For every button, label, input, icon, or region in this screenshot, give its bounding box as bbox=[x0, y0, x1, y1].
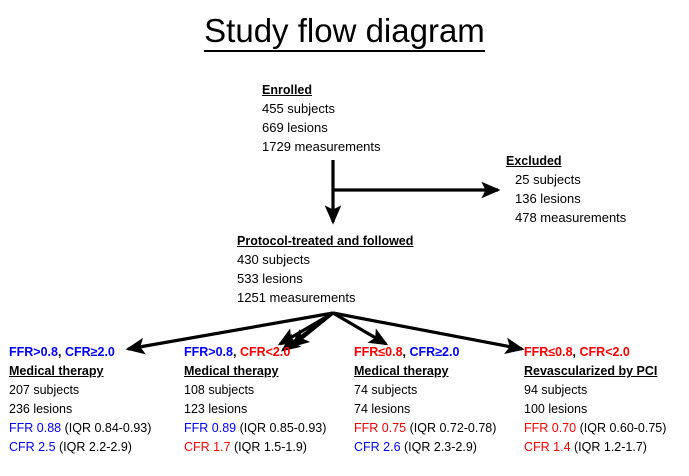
page-title-text: Study flow diagram bbox=[204, 12, 485, 52]
group-4-criteria-cfr: CFR<2.0 bbox=[579, 345, 630, 359]
group-2-lesions: 123 lesions bbox=[184, 402, 248, 416]
group-2-treatment: Medical therapy bbox=[184, 364, 279, 378]
group-3-ffr-iqr: (IQR 0.72-0.78) bbox=[406, 421, 497, 435]
group-4-ffr-row: FFR 0.70 (IQR 0.60-0.75) bbox=[524, 419, 666, 438]
node-excluded-subjects: 25 subjects bbox=[515, 172, 581, 187]
node-excluded-measurements: 478 measurements bbox=[515, 210, 627, 225]
arrow-protocol-to-group-1 bbox=[290, 311, 335, 348]
group-2-cfr-row: CFR 1.7 (IQR 1.5-1.9) bbox=[184, 438, 326, 457]
group-4-ffr-value: FFR 0.70 bbox=[524, 421, 577, 435]
group-3-cfr-row: CFR 2.6 (IQR 2.3-2.9) bbox=[354, 438, 496, 457]
group-1-cfr-iqr: (IQR 2.2-2.9) bbox=[55, 440, 132, 454]
group-3-criteria-ffr: FFR≤0.8 bbox=[354, 345, 403, 359]
group-1-ffr-value: FFR 0.88 bbox=[9, 421, 62, 435]
node-enrolled-heading: Enrolled bbox=[262, 83, 313, 97]
group-2-criteria-separator: , bbox=[232, 345, 240, 359]
arrow-branch-group-3 bbox=[332, 311, 389, 346]
group-column-3: FFR≤0.8, CFR≥2.0 Medical therapy 74 subj… bbox=[354, 344, 496, 457]
group-1-ffr-iqr: (IQR 0.84-0.93) bbox=[61, 421, 152, 435]
group-3-lesions: 74 lesions bbox=[354, 402, 411, 416]
node-protocol-heading: Protocol-treated and followed bbox=[237, 234, 414, 248]
group-2-criteria-ffr: FFR>0.8 bbox=[184, 345, 233, 359]
node-enrolled: Enrolled 455 subjects 669 lesions 1729 m… bbox=[262, 82, 381, 156]
group-2-cfr-iqr: (IQR 1.5-1.9) bbox=[230, 440, 307, 454]
group-1-criteria-separator: , bbox=[57, 345, 65, 359]
group-3-criteria: FFR≤0.8, CFR≥2.0 bbox=[354, 344, 496, 361]
arrow-branch-group-2 bbox=[277, 311, 334, 346]
group-4-criteria-ffr: FFR≤0.8 bbox=[524, 345, 573, 359]
group-1-criteria: FFR>0.8, CFR≥2.0 bbox=[9, 344, 151, 361]
group-3-criteria-separator: , bbox=[402, 345, 410, 359]
group-3-ffr-value: FFR 0.75 bbox=[354, 421, 407, 435]
group-2-criteria-cfr: CFR<2.0 bbox=[239, 345, 291, 359]
group-1-treatment: Medical therapy bbox=[9, 364, 104, 378]
node-protocol-treated: Protocol-treated and followed 430 subjec… bbox=[237, 233, 413, 307]
group-1-criteria-cfr: CFR≥2.0 bbox=[64, 345, 115, 359]
group-1-ffr-row: FFR 0.88 (IQR 0.84-0.93) bbox=[9, 419, 151, 438]
group-1-subjects: 207 subjects bbox=[9, 383, 80, 397]
group-2-ffr-iqr: (IQR 0.85-0.93) bbox=[236, 421, 327, 435]
group-column-4: FFR≤0.8, CFR<2.0 Revascularized by PCI 9… bbox=[524, 344, 666, 457]
node-enrolled-lesions: 669 lesions bbox=[262, 120, 328, 135]
group-4-cfr-value: CFR 1.4 bbox=[524, 440, 571, 454]
group-column-2: FFR>0.8, CFR<2.0 Medical therapy 108 sub… bbox=[184, 344, 326, 457]
group-2-subjects: 108 subjects bbox=[184, 383, 255, 397]
group-1-cfr-row: CFR 2.5 (IQR 2.2-2.9) bbox=[9, 438, 151, 457]
group-4-ffr-iqr: (IQR 0.60-0.75) bbox=[576, 421, 667, 435]
group-4-lesions: 100 lesions bbox=[524, 402, 588, 416]
group-3-treatment: Medical therapy bbox=[354, 364, 449, 378]
node-enrolled-subjects: 455 subjects bbox=[262, 101, 335, 116]
node-excluded-heading: Excluded bbox=[506, 154, 562, 168]
group-4-subjects: 94 subjects bbox=[524, 383, 588, 397]
group-4-cfr-row: CFR 1.4 (IQR 1.2-1.7) bbox=[524, 438, 666, 457]
group-3-cfr-value: CFR 2.6 bbox=[354, 440, 401, 454]
group-2-cfr-value: CFR 1.7 bbox=[184, 440, 231, 454]
group-column-1: FFR>0.8, CFR≥2.0 Medical therapy 207 sub… bbox=[9, 344, 151, 457]
group-3-criteria-cfr: CFR≥2.0 bbox=[409, 345, 460, 359]
group-4-criteria-separator: , bbox=[572, 345, 580, 359]
group-3-ffr-row: FFR 0.75 (IQR 0.72-0.78) bbox=[354, 419, 496, 438]
group-4-treatment: Revascularized by PCI bbox=[524, 364, 658, 378]
node-protocol-subjects: 430 subjects bbox=[237, 252, 310, 267]
node-protocol-measurements: 1251 measurements bbox=[237, 290, 356, 305]
group-2-ffr-row: FFR 0.89 (IQR 0.85-0.93) bbox=[184, 419, 326, 438]
group-2-criteria: FFR>0.8, CFR<2.0 bbox=[184, 344, 326, 361]
group-2-ffr-value: FFR 0.89 bbox=[184, 421, 237, 435]
group-3-subjects: 74 subjects bbox=[354, 383, 418, 397]
group-1-criteria-ffr: FFR>0.8 bbox=[9, 345, 58, 359]
group-1-cfr-value: CFR 2.5 bbox=[9, 440, 56, 454]
group-1-lesions: 236 lesions bbox=[9, 402, 73, 416]
node-protocol-lesions: 533 lesions bbox=[237, 271, 303, 286]
group-3-cfr-iqr: (IQR 2.3-2.9) bbox=[400, 440, 477, 454]
page-title: Study flow diagram bbox=[0, 12, 689, 52]
group-4-criteria: FFR≤0.8, CFR<2.0 bbox=[524, 344, 666, 361]
node-enrolled-measurements: 1729 measurements bbox=[262, 139, 381, 154]
group-4-cfr-iqr: (IQR 1.2-1.7) bbox=[570, 440, 647, 454]
node-excluded: Excluded 25 subjects 136 lesions 478 mea… bbox=[506, 153, 626, 227]
node-excluded-lesions: 136 lesions bbox=[515, 191, 581, 206]
